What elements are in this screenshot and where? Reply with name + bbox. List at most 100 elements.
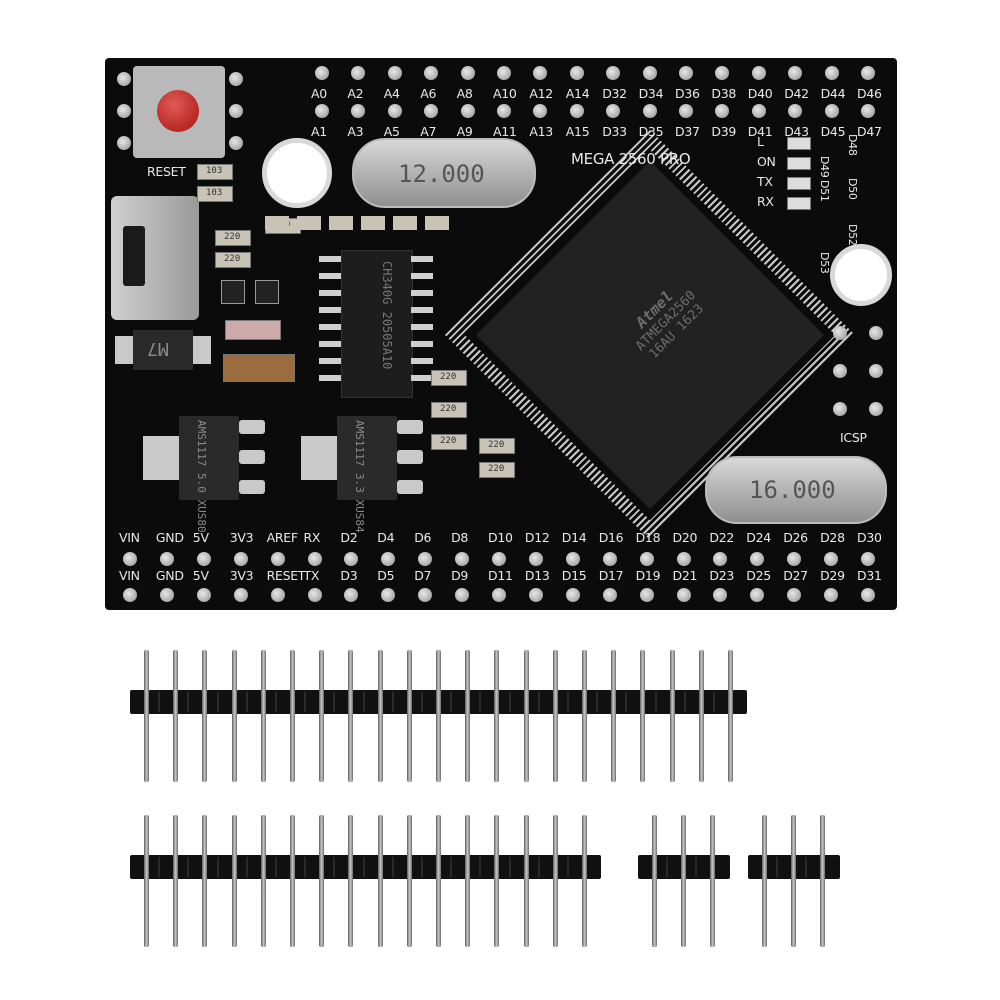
header-pad <box>424 66 439 80</box>
pin-label-d44: D44 <box>820 86 846 101</box>
pin-label-d17: D17 <box>598 568 624 583</box>
pin-label-d34: D34 <box>638 86 664 101</box>
header-notch <box>713 692 715 712</box>
header-pin <box>791 815 797 947</box>
status-led-rx <box>787 197 811 210</box>
pin-label-a12: A12 <box>529 86 553 101</box>
header-notch <box>187 692 190 712</box>
mounting-hole-top-left <box>262 138 332 208</box>
header-pad <box>565 552 580 566</box>
header-pad <box>528 588 543 602</box>
header-pin <box>681 815 687 947</box>
header-pad <box>455 552 470 566</box>
pin-label-d23: D23 <box>709 568 735 583</box>
pin-label-d21: D21 <box>672 568 698 583</box>
header-pin <box>728 650 733 782</box>
header-pad <box>533 66 548 80</box>
pin-label-d20: D20 <box>672 530 698 545</box>
header-pad <box>424 104 439 118</box>
pin-label-d11: D11 <box>488 568 513 583</box>
header-notch <box>567 857 569 877</box>
smd-capacitor-large <box>223 354 295 382</box>
pin-label-vin: VIN <box>119 530 140 545</box>
pin-label-d14: D14 <box>561 530 587 545</box>
smd-resistor-220-g: 220 <box>479 462 515 478</box>
pin-label-d29: D29 <box>820 568 845 583</box>
header-pad <box>642 66 657 80</box>
header-pad <box>344 588 359 602</box>
header-notch <box>683 692 686 712</box>
reset-button-cap <box>157 90 199 132</box>
status-led-on <box>787 157 811 170</box>
pin-label-d53: D53 <box>818 252 831 274</box>
usb-opening <box>123 226 145 286</box>
reset-button[interactable] <box>133 66 225 158</box>
header-notch <box>216 857 219 877</box>
header-pad <box>460 66 475 80</box>
pin-label-d40: D40 <box>747 86 773 101</box>
pin-label-d16: D16 <box>598 530 624 545</box>
reset-label: RESET <box>147 164 186 179</box>
pin-label-d27: D27 <box>783 568 808 583</box>
header-pin <box>465 650 471 782</box>
header-pin <box>231 815 237 947</box>
header-pad <box>676 588 691 602</box>
pin-label-d37: D37 <box>675 124 700 139</box>
pin-label-d18: D18 <box>635 530 661 545</box>
pin-label-d42: D42 <box>784 86 809 101</box>
header-notch <box>187 857 190 877</box>
micro-usb-port[interactable] <box>111 196 199 320</box>
pin-label-a1: A1 <box>311 124 327 139</box>
pin-header-strip-16 <box>130 815 602 950</box>
header-pin <box>436 815 441 947</box>
pin-label-d35: D35 <box>638 124 664 139</box>
pin-label-a9: A9 <box>456 124 473 139</box>
header-pad <box>788 66 803 80</box>
header-pin <box>552 650 558 782</box>
pin-label-d13: D13 <box>524 568 550 583</box>
pin-label-d30: D30 <box>857 530 882 545</box>
header-pad <box>750 552 765 566</box>
header-notch <box>245 692 248 712</box>
pin-label-d4: D4 <box>377 530 395 545</box>
crystal-12mhz: 12.000 <box>352 138 536 208</box>
pin-label-d41: D41 <box>747 124 773 139</box>
regulator-ams1117-5v: AMS1117 5.0 XUS80 <box>143 410 271 533</box>
ch340g-label: CH340G 20505A10 <box>380 261 394 370</box>
header-notch <box>625 692 628 712</box>
header-pad <box>861 66 875 80</box>
bottom-header-pads-row2 <box>119 588 899 604</box>
pin-label-reset: RESET <box>266 568 306 583</box>
header-pin <box>348 650 354 782</box>
header-pin <box>290 650 295 782</box>
header-pad <box>715 66 730 80</box>
header-pad <box>196 588 211 602</box>
ch340g-pins-right <box>411 256 433 392</box>
header-pin <box>494 650 500 782</box>
icsp-label: ICSP <box>840 430 867 445</box>
icsp-header-pads <box>831 320 891 420</box>
header-pad <box>159 552 174 566</box>
mounting-hole-right <box>830 244 892 306</box>
header-pad <box>606 66 621 80</box>
ch340g-usb-chip: CH340G 20505A10 <box>341 250 413 398</box>
header-pin <box>173 815 179 947</box>
pin-label-d50: D50 <box>846 178 859 200</box>
pin-label-d51: D51 <box>818 180 831 202</box>
header-pad <box>123 552 137 566</box>
header-pin <box>260 815 266 947</box>
header-notch <box>450 692 453 712</box>
pin-label-a7: A7 <box>420 124 437 139</box>
header-pin <box>260 650 266 782</box>
header-notch <box>537 692 540 712</box>
header-notch <box>333 857 336 877</box>
top-header-pads-row2 <box>311 104 891 120</box>
header-pad <box>351 104 366 118</box>
header-notch <box>666 857 669 877</box>
header-pad <box>497 66 511 80</box>
led-label-tx: TX <box>757 174 773 189</box>
pin-label-vin: VIN <box>119 568 140 583</box>
pin-label-a4: A4 <box>383 86 400 101</box>
